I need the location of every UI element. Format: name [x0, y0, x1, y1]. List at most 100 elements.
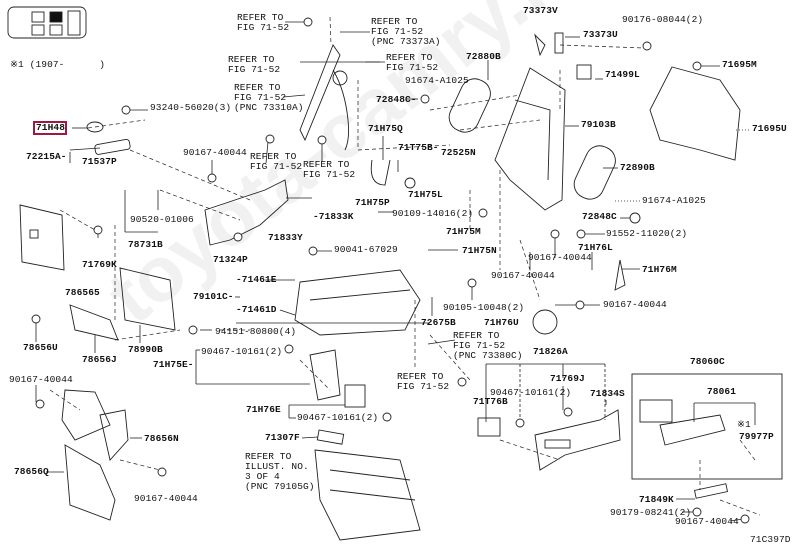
part-label[interactable]: 90467-10161(2): [201, 346, 283, 357]
cover-panel-left: [19, 204, 65, 271]
refer-note[interactable]: REFER TO FIG 71-52: [237, 12, 290, 33]
part-label[interactable]: 72848C: [582, 211, 617, 222]
refer-note[interactable]: REFER TO FIG 71-52: [250, 151, 303, 172]
part-label[interactable]: 78656J: [82, 354, 117, 365]
part-label[interactable]: 90105-10048(2): [443, 302, 525, 313]
cover-78656q: [64, 444, 116, 521]
part-label[interactable]: 71T75B-: [398, 142, 439, 153]
part-label[interactable]: 94151-80800(4): [215, 326, 297, 337]
part-label[interactable]: 71H76L: [578, 242, 613, 253]
part-label[interactable]: 90167-40044: [675, 516, 739, 527]
part-label[interactable]: 90520-01006: [130, 214, 194, 225]
seat-frame-79103b: [494, 67, 566, 211]
part-label[interactable]: 90167-40044: [491, 270, 555, 281]
kit-box-78060c: [631, 373, 783, 480]
part-label[interactable]: 90167-40044: [134, 493, 198, 504]
refer-note[interactable]: REFER TO FIG 71-52: [397, 371, 450, 392]
part-label[interactable]: 78061: [707, 386, 737, 397]
part-label[interactable]: 786565: [65, 287, 100, 298]
part-label[interactable]: 90176-08044(2): [622, 14, 704, 25]
part-label[interactable]: 90167-40044: [9, 374, 73, 385]
handle-71h48: [86, 121, 104, 133]
part-label[interactable]: 72890B: [620, 162, 655, 173]
latch-71499l: [576, 64, 592, 80]
part-label[interactable]: 78060C: [690, 356, 725, 367]
part-label[interactable]: 90109-14016(2): [392, 208, 474, 219]
refer-note[interactable]: REFER TO FIG 71-52: [386, 52, 439, 73]
part-label[interactable]: 90467-10161(2): [490, 387, 572, 398]
part-label[interactable]: 71695U: [752, 123, 787, 134]
part-label[interactable]: 71849K: [639, 494, 674, 505]
part-label[interactable]: 90041-67029: [334, 244, 398, 255]
part-label[interactable]: 93240-56020(3): [150, 102, 232, 113]
part-label[interactable]: 79977P: [739, 431, 774, 442]
part-label[interactable]: 71H75E-: [153, 359, 194, 370]
recliner-71h76u: [532, 309, 558, 335]
part-label[interactable]: 71H75N: [462, 245, 497, 256]
part-label[interactable]: 71695M: [722, 59, 757, 70]
bracket-71h76e: [344, 384, 366, 408]
part-label[interactable]: 71H75P: [355, 197, 390, 208]
seat-track-71461: [294, 269, 421, 336]
part-label[interactable]: -71833K: [313, 211, 354, 222]
part-label[interactable]: 73373V: [523, 5, 558, 16]
part-label[interactable]: 71H75Q: [368, 123, 403, 134]
highlighted-part-box: [33, 121, 67, 135]
refer-note[interactable]: REFER TO FIG 71-52: [228, 54, 281, 75]
part-label[interactable]: 72675B: [421, 317, 456, 328]
part-label[interactable]: 91674-A1025: [642, 195, 706, 206]
part-label[interactable]: 71324P: [213, 254, 248, 265]
refer-note[interactable]: REFER TO FIG 71-52 (PNC 73380C): [453, 330, 523, 361]
refer-note[interactable]: REFER TO FIG 71-52 (PNC 73310A): [234, 82, 304, 113]
part-label[interactable]: 71H76U: [484, 317, 519, 328]
part-label-highlighted[interactable]: 71H48: [36, 122, 66, 133]
rail-cover-71849k: [693, 483, 729, 499]
part-label[interactable]: 78656N: [144, 433, 179, 444]
part-label[interactable]: 78731B: [128, 239, 163, 250]
part-label[interactable]: 90167-40044: [528, 252, 592, 263]
part-label[interactable]: 71833Y: [268, 232, 303, 243]
part-label[interactable]: 73373U: [583, 29, 618, 40]
part-label[interactable]: 71769K: [82, 259, 117, 270]
part-label[interactable]: 71H76E: [246, 404, 281, 415]
part-label[interactable]: 79101C-: [193, 291, 234, 302]
part-label[interactable]: 90167-40044: [603, 299, 667, 310]
model-note-marker: ※1: [737, 419, 751, 430]
part-label[interactable]: 90467-10161(2): [297, 412, 379, 423]
strap-71h75q: [370, 159, 391, 186]
part-label[interactable]: 71307F: [265, 432, 300, 443]
part-label[interactable]: 91674-A1025: [405, 75, 469, 86]
part-label[interactable]: 71537P: [82, 156, 117, 167]
refer-note[interactable]: REFER TO ILLUST. NO. 3 OF 4 (PNC 79105G): [245, 451, 315, 492]
part-label[interactable]: 90167-40044: [183, 147, 247, 158]
part-label[interactable]: 79103B: [581, 119, 616, 130]
part-label[interactable]: 72525N: [441, 147, 476, 158]
part-label[interactable]: 71826A: [533, 346, 568, 357]
part-label[interactable]: 71834S: [590, 388, 625, 399]
back-board-71695u: [649, 66, 741, 161]
part-label[interactable]: 78656U: [23, 342, 58, 353]
part-label[interactable]: 71T76B: [473, 396, 508, 407]
figure-code: 71C397D: [750, 534, 791, 545]
part-label[interactable]: 72848C-: [376, 94, 417, 105]
side-cover-71826a: [534, 409, 621, 471]
part-label[interactable]: 71H75M: [446, 226, 481, 237]
part-label[interactable]: 78656Q: [14, 466, 49, 477]
part-label[interactable]: -71461E: [236, 274, 277, 285]
part-label[interactable]: 78990B: [128, 344, 163, 355]
part-label[interactable]: 71499L: [605, 69, 640, 80]
part-label[interactable]: 90179-08241(2): [610, 507, 692, 518]
part-label[interactable]: 91552-11020(2): [606, 228, 688, 239]
part-label[interactable]: 71H76M: [642, 264, 677, 275]
bracket-73373u: [534, 32, 564, 57]
part-label[interactable]: 72215A-: [26, 151, 67, 162]
part-label[interactable]: 71769J: [550, 373, 585, 384]
seat-position-legend-icon: [7, 6, 87, 39]
seatbelt-part: [299, 44, 350, 151]
part-label[interactable]: 71H75L: [408, 189, 443, 200]
refer-note[interactable]: REFER TO FIG 71-52 (PNC 73373A): [371, 16, 441, 47]
part-label[interactable]: -71461D: [236, 304, 277, 315]
part-label[interactable]: 72880B: [466, 51, 501, 62]
refer-note[interactable]: REFER TO FIG 71-52: [303, 159, 356, 180]
